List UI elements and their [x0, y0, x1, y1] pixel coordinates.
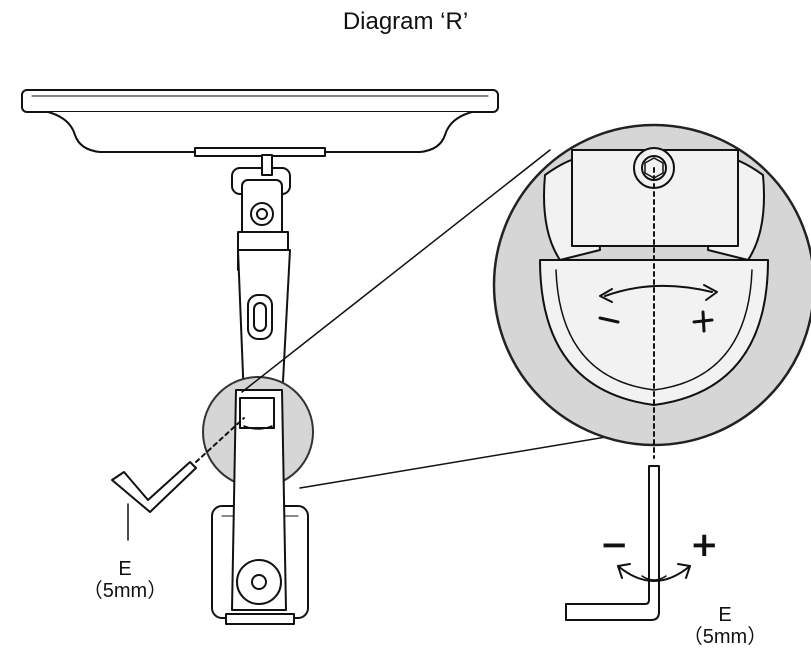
- left-key-label: E （5mm）: [70, 558, 180, 602]
- plus-sign: +: [690, 525, 719, 565]
- left-dashed-line: [195, 417, 245, 463]
- zoom-line-top: [241, 149, 551, 393]
- monitor-panel: [21, 89, 499, 157]
- upper-arm: [231, 154, 291, 401]
- diagram-title: Diagram ‘R’: [342, 8, 469, 35]
- right-key-label: E （5mm）: [670, 604, 780, 648]
- allen-key-right-icon: [565, 465, 691, 621]
- right-key-size: （5mm）: [682, 626, 768, 648]
- right-key-letter: E: [718, 604, 732, 626]
- minus-sign: −: [600, 525, 629, 565]
- allen-key-left-icon: [111, 461, 197, 541]
- zoom-line-bottom: [299, 427, 661, 489]
- lower-arm: [211, 389, 309, 625]
- left-key-letter: E: [118, 558, 132, 580]
- detail-magnified-circle: [492, 123, 811, 447]
- left-key-size: （5mm）: [82, 580, 168, 602]
